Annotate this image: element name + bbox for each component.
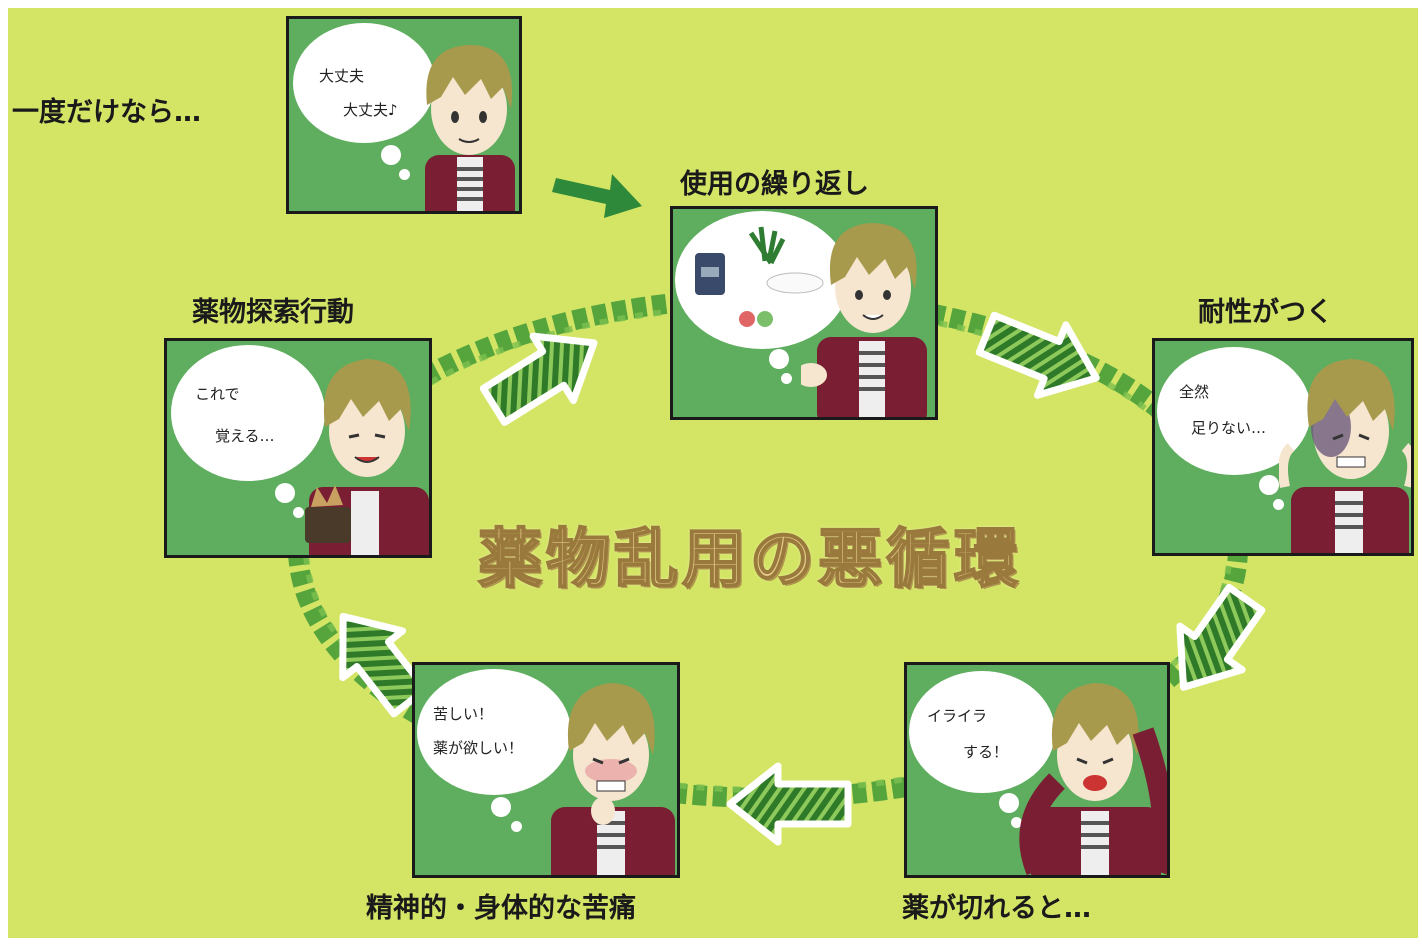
character-icon — [425, 45, 515, 211]
stage-3-panel: 全然 足りない… — [1152, 338, 1414, 556]
stage-6-bubble-line-1: これで — [195, 385, 240, 403]
arrow-icon — [552, 174, 642, 218]
thought-bubble-icon — [173, 347, 323, 479]
stage-3-caption: 耐性がつく — [1198, 297, 1333, 328]
stage-5-caption: 精神的・身体的な苦痛 — [366, 893, 636, 924]
stage-6-panel: これで 覚える… — [164, 338, 432, 558]
stage-5-panel: 苦しい！ 薬が欲しい！ — [412, 662, 680, 878]
stage-4-bubble-line-2: する！ — [963, 743, 1009, 761]
stage-4-bubble-line-1: イライラ — [927, 707, 988, 725]
diagram-canvas: 薬物乱用の悪循環 一度だけなら… 大丈夫 大丈夫♪ 使用の繰り返し — [8, 8, 1418, 938]
character-icon — [551, 683, 675, 875]
character-icon — [801, 223, 927, 417]
arrow-icon — [479, 332, 598, 426]
stage-1-bubble-line-1: 大丈夫 — [319, 67, 365, 85]
drug-items-icon — [695, 226, 824, 327]
stage-1-caption: 一度だけなら… — [12, 97, 201, 128]
stage-4-panel: イライラ する！ — [904, 662, 1170, 878]
arrow-icon — [726, 762, 852, 846]
stage-1-bubble-line-2: 大丈夫♪ — [343, 101, 398, 119]
stage-2-panel — [670, 206, 938, 420]
character-icon — [305, 359, 429, 555]
stage-3-bubble-line-2: 足りない… — [1191, 419, 1267, 437]
stage-4-caption: 薬が切れると… — [902, 893, 1091, 924]
thought-bubble-icon — [911, 673, 1053, 791]
stage-3-bubble-line-1: 全然 — [1179, 383, 1210, 401]
thought-bubble-icon — [295, 25, 433, 141]
stage-1-panel: 大丈夫 大丈夫♪ — [286, 16, 522, 214]
stage-6-bubble-line-2: 覚える… — [215, 427, 275, 445]
arrow-icon — [975, 311, 1100, 399]
stage-2-caption: 使用の繰り返し — [680, 169, 869, 200]
stage-6-caption: 薬物探索行動 — [192, 297, 354, 328]
character-icon — [1279, 359, 1411, 553]
stage-5-bubble-line-1: 苦しい！ — [433, 705, 494, 723]
thought-bubble-icon — [419, 671, 569, 793]
character-icon — [1019, 683, 1167, 875]
arrow-icon — [1176, 583, 1266, 691]
diagram-title: 薬物乱用の悪循環 — [477, 522, 1022, 598]
stage-5-bubble-line-2: 薬が欲しい！ — [433, 739, 524, 757]
